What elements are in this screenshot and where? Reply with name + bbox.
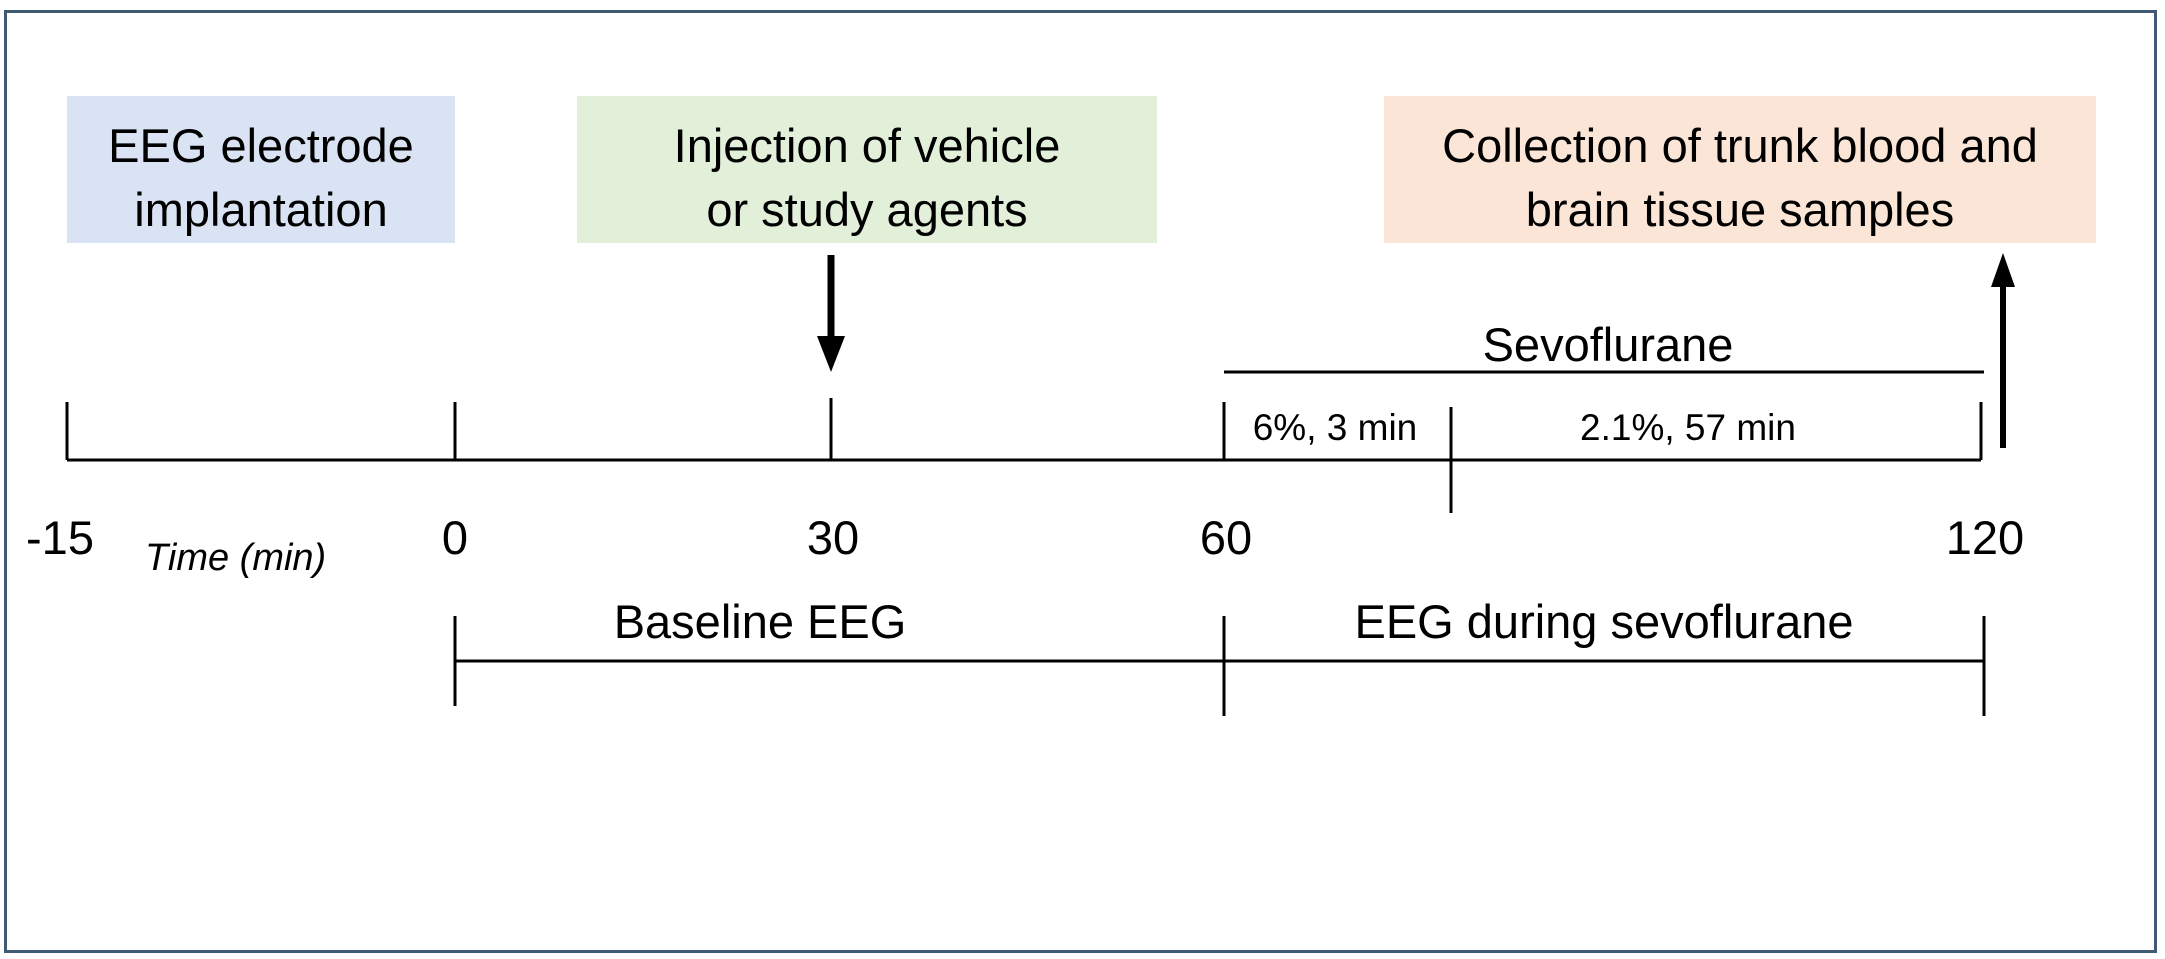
during-label: EEG during sevoflurane [1354,595,1853,648]
sevoflurane-phase1: 6%, 3 min [1253,407,1418,448]
injection-line2: or study agents [706,183,1027,236]
collection-line1: Collection of trunk blood and [1442,119,2038,172]
injection-line1: Injection of vehicle [674,119,1061,172]
tick-label-120: 120 [1946,511,2024,564]
collection-arrow-head [1991,253,2015,287]
tick-label-0: 0 [442,511,468,564]
collection-box-bg [1384,96,2096,243]
injection-box-bg [577,96,1157,243]
implantation-line2: implantation [134,183,387,236]
injection-box: Injection of vehicle or study agents [577,96,1157,243]
collection-box: Collection of trunk blood and brain tiss… [1384,96,2096,243]
sevoflurane-label: Sevoflurane [1483,318,1734,371]
tick-label-60: 60 [1200,511,1252,564]
collection-line2: brain tissue samples [1526,183,1954,236]
sevoflurane-phase2: 2.1%, 57 min [1580,407,1796,448]
injection-arrow-head [817,336,845,372]
baseline-label: Baseline EEG [614,595,907,648]
injection-arrow [817,255,845,372]
implantation-box-bg [67,96,455,243]
implantation-line1: EEG electrode [108,119,414,172]
implantation-box: EEG electrode implantation [67,96,455,243]
collection-arrow [1991,253,2015,448]
axis-title: Time (min) [145,537,326,579]
tick-label-minus15: -15 [26,511,94,564]
tick-label-30: 30 [807,511,859,564]
